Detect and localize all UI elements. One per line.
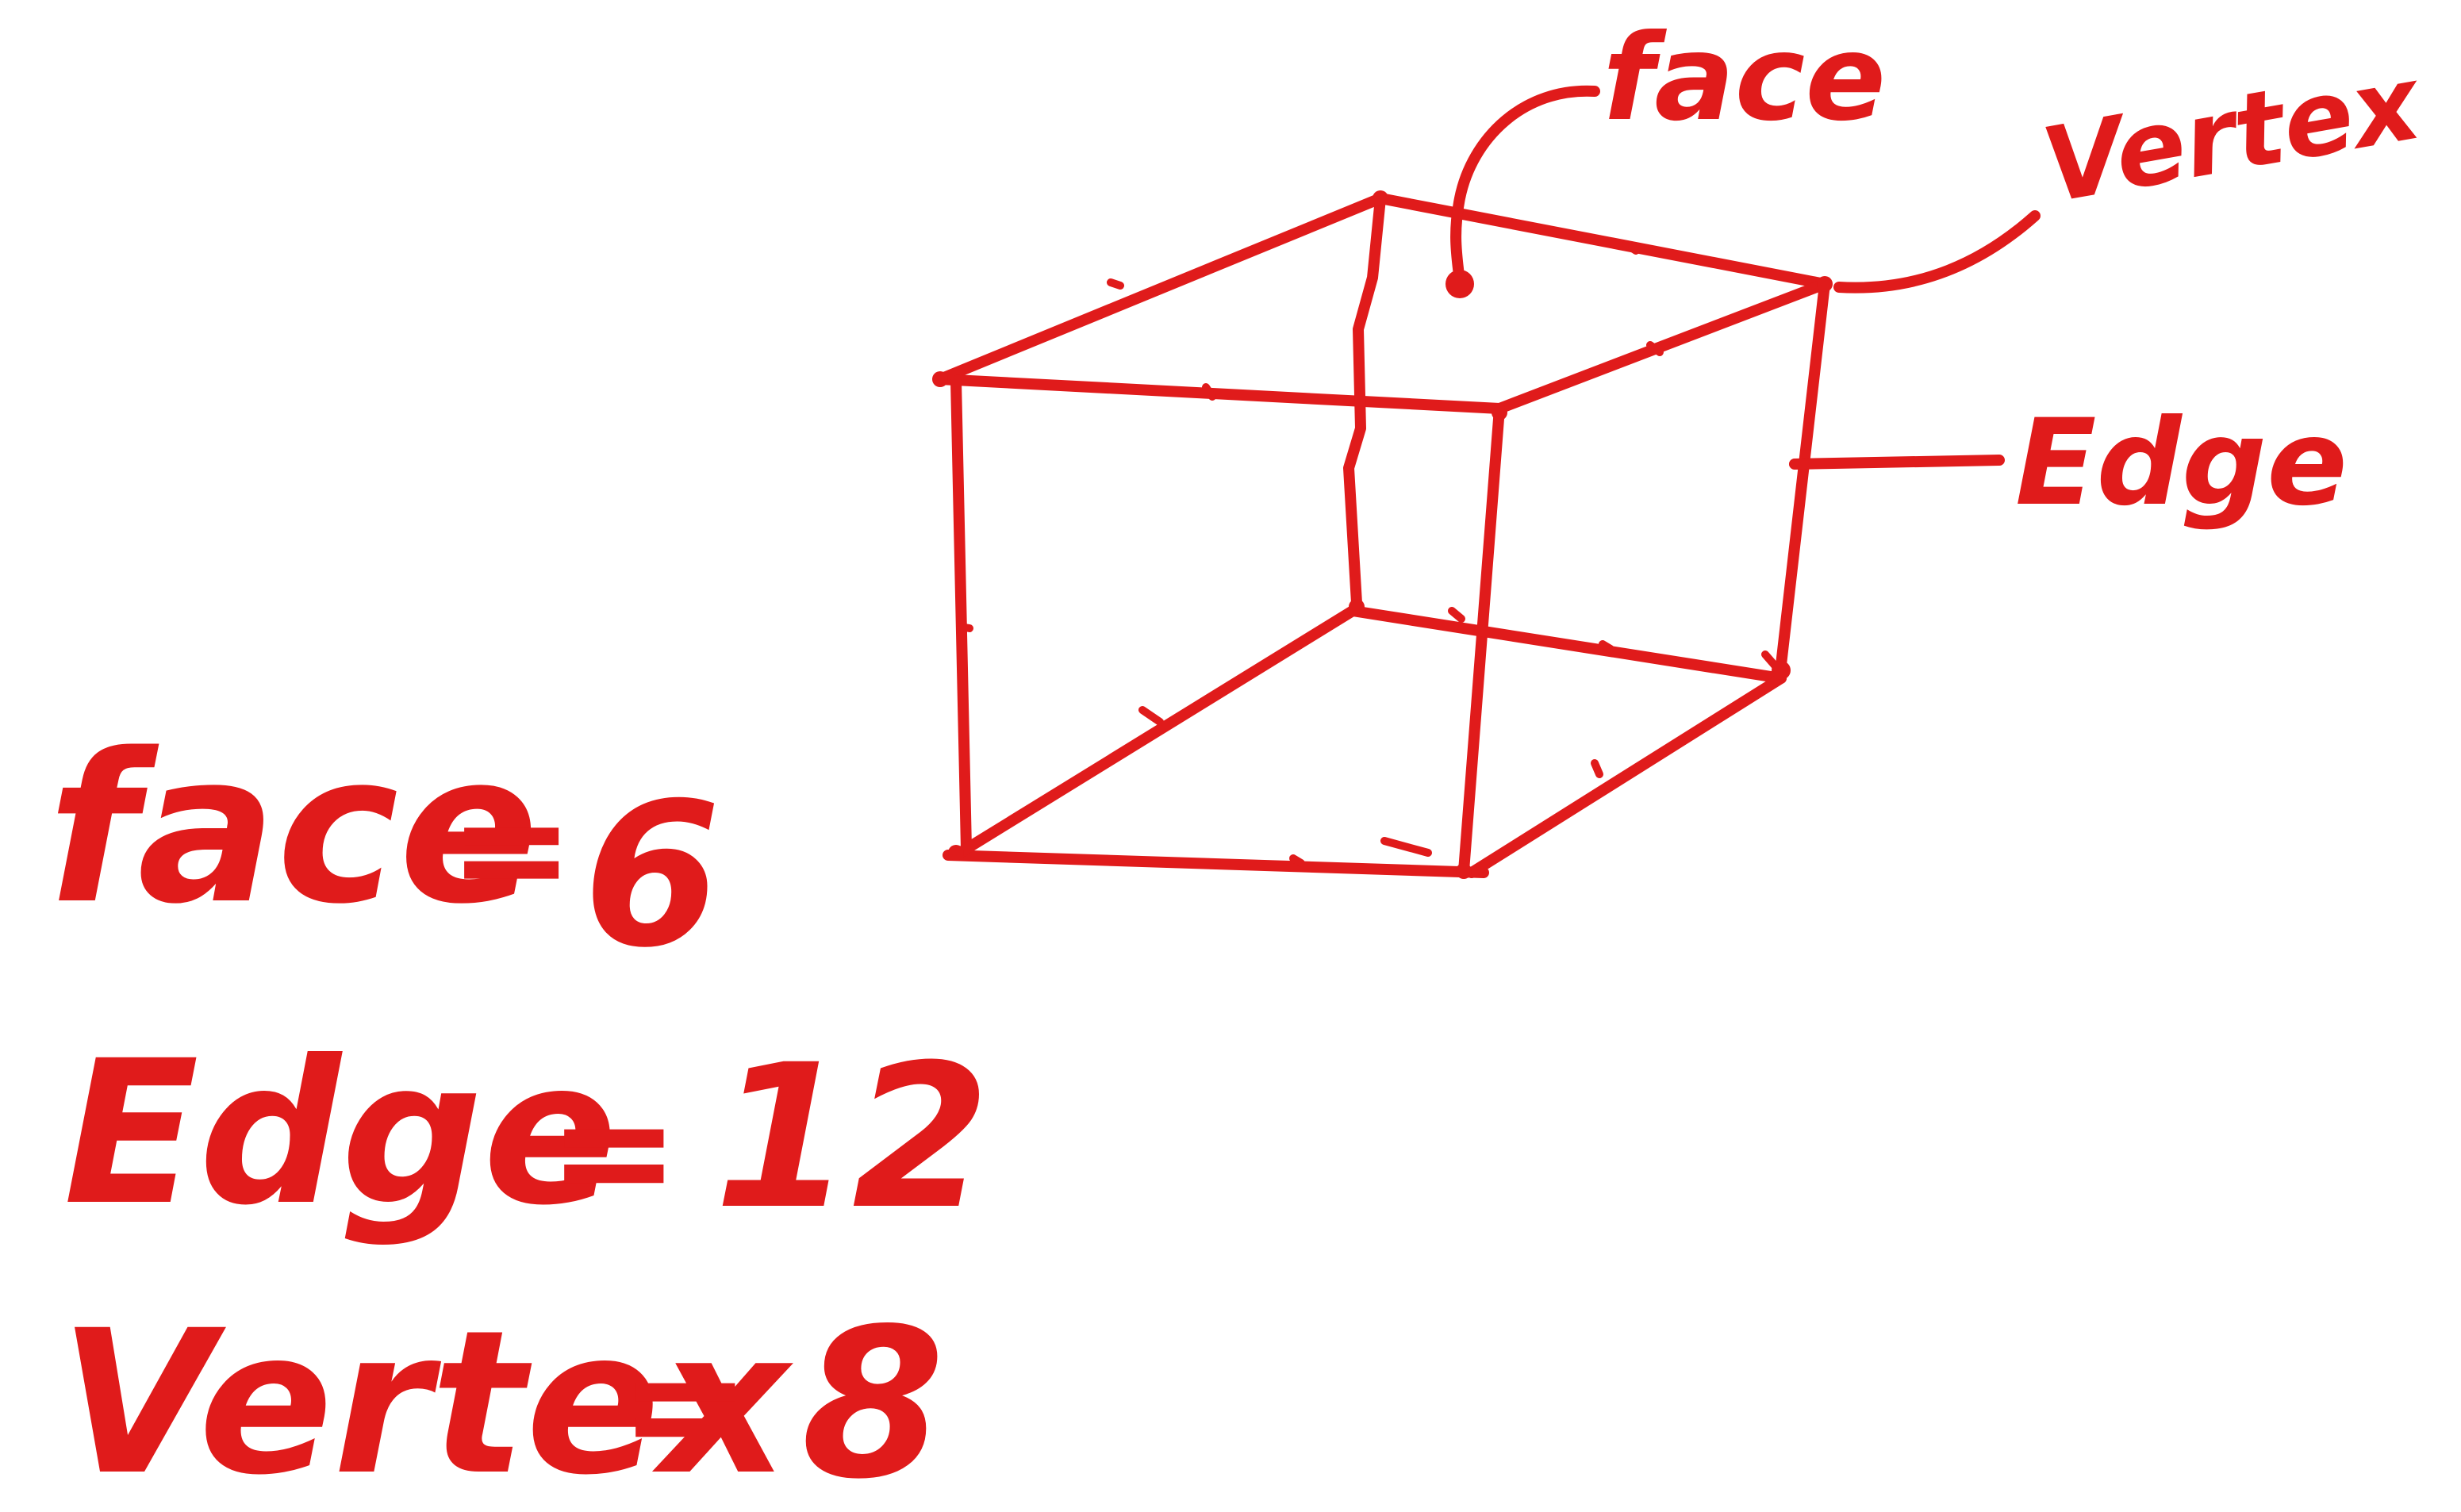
cube-bottom-front-edge (943, 850, 1489, 878)
cube-bottom-right-edge (1466, 673, 1787, 878)
count-vertex-equals: = (619, 1313, 752, 1498)
count-edge-equals: = (547, 1059, 681, 1244)
face-pointer-line (1450, 85, 1600, 290)
count-face-row: face = 6 (48, 710, 721, 991)
face-pointer-dot (1446, 270, 1474, 298)
count-vertex-value: 8 (801, 1285, 945, 1512)
cube-diagram (935, 193, 1830, 878)
counts-list: face = 6 Edge = 12 Vertex = 8 (48, 710, 990, 1512)
edge-pointer-line (1789, 455, 2005, 470)
vertex-pointer-line (1833, 210, 2041, 294)
cube-front-right-vertical-edge (1458, 403, 1505, 877)
count-vertex-name: Vertex (60, 1288, 793, 1512)
vertex-dot (948, 845, 964, 861)
count-edge-value: 12 (714, 1022, 990, 1253)
vertex-dot (1772, 661, 1791, 680)
vertex-label: Vertex (2034, 41, 2432, 226)
vertex-dots (932, 190, 1833, 879)
vertex-dot (1817, 276, 1833, 292)
cube-bottom-back-edge (1347, 605, 1787, 684)
vertex-dot (1373, 190, 1388, 206)
cube-top-back-edge (935, 193, 1386, 385)
count-edge-name: Edge (63, 1018, 617, 1249)
vertex-dot (1492, 405, 1507, 420)
cube-top-right-front-edge (1494, 278, 1830, 414)
count-vertex-row: Vertex = 8 (60, 1285, 945, 1512)
count-face-name: face (48, 710, 539, 950)
cube-right-back-vertical-edge (1776, 278, 1830, 670)
count-face-equals: = (448, 761, 574, 936)
vertex-dot (932, 371, 948, 387)
vertex-dot (1349, 599, 1365, 615)
cube-top-right-back-edge (1375, 193, 1830, 290)
cube-bottom-left-edge (954, 605, 1358, 858)
cube-hidden-vertical-edge (1343, 193, 1386, 608)
count-face-value: 6 (583, 760, 721, 991)
vertex-dot (1456, 863, 1472, 879)
callout-pointers (1450, 85, 2041, 470)
cube-top-front-edge (935, 374, 1505, 414)
edge-label: Edge (2015, 394, 2348, 532)
cube-left-front-vertical-edge (950, 375, 972, 854)
count-edge-row: Edge = 12 (63, 1018, 990, 1253)
face-label: face (1603, 10, 1886, 148)
